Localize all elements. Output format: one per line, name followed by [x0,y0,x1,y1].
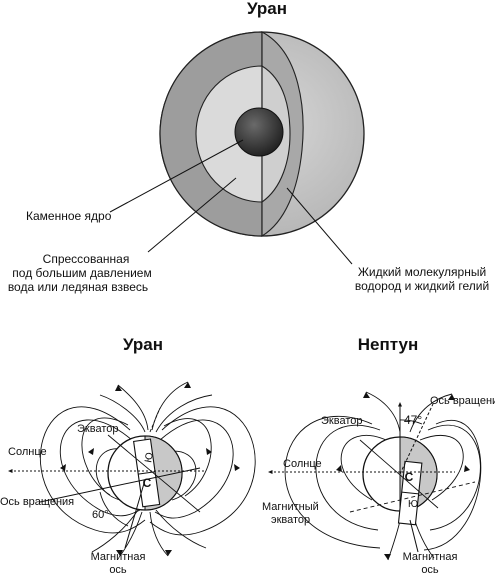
mantle-label-2: под большим давлением [12,266,151,280]
neptune-angle-arc [399,419,423,425]
neptune-field-title: Нептун [358,335,418,354]
mantle-layer [195,65,263,203]
neptune-pole-south: Ю [408,499,418,510]
envelope-label-2: водород и жидкий гелий [355,279,489,293]
mantle-leader [147,177,237,253]
neptune-magnetic-equator-line [349,481,476,513]
neptune-equator-line [359,439,439,509]
neptune-magnetic-axis-top [399,403,434,475]
neptune-magnetic-equator-label-2: экватор [271,514,310,526]
core-label: Каменное ядро [26,209,112,223]
uranus-equator-label: Экватор [77,423,118,435]
uranus-rotation-label: Ось вращения [0,496,74,508]
rocky-core [234,107,284,157]
structure-title: Уран [247,0,287,18]
neptune-sun-label: Солнце [283,458,322,470]
uranus-magnetic-axis-label-1: Магнитная [91,551,146,563]
uranus-rotation-axis [39,467,201,503]
uranus-equator-line [107,434,201,513]
mantle-label-3: вода или ледяная взвесь [8,280,148,294]
neptune-equator-label: Экватор [321,415,362,427]
neptune-magnetic-axis-label-2: ось [421,564,439,575]
uranus-planet [107,435,183,511]
uranus-angle-label: 60° [92,509,109,521]
neptune-magnetic-equator-label-1: Магнитный [262,501,319,513]
neptune-magnetic-axis-label-1: Магнитная [403,551,458,563]
neptune-field-lines [284,391,482,561]
uranus-field-arrows [60,382,240,556]
envelope-label-1: Жидкий молекулярный [358,265,486,279]
uranus-pole-south: Ю [143,452,156,464]
neptune-magnetic-axis-bottom [409,519,419,553]
uranus-magnetic-axis [124,479,146,549]
uranus-magnetic-axis-label-2: ось [109,564,127,575]
mantle-label-1: Спрессованная [43,252,130,266]
uranus-sun-label: Солнце [8,446,47,458]
core-leader [109,139,244,213]
uranus-pole-north: С [143,476,152,490]
uranus-cutaway [159,31,365,237]
uranus-angle-arc [99,491,129,527]
neptune-field-arrows [336,392,470,560]
uranus-field-lines [39,381,256,557]
neptune-pole-north: С [405,470,414,484]
envelope-leader [286,187,353,265]
uranus-field-title: Уран [123,335,163,354]
neptune-angle-label: 47° [404,413,422,427]
neptune-rotation-label: Ось вращения [430,395,495,407]
neptune-planet [362,436,438,526]
